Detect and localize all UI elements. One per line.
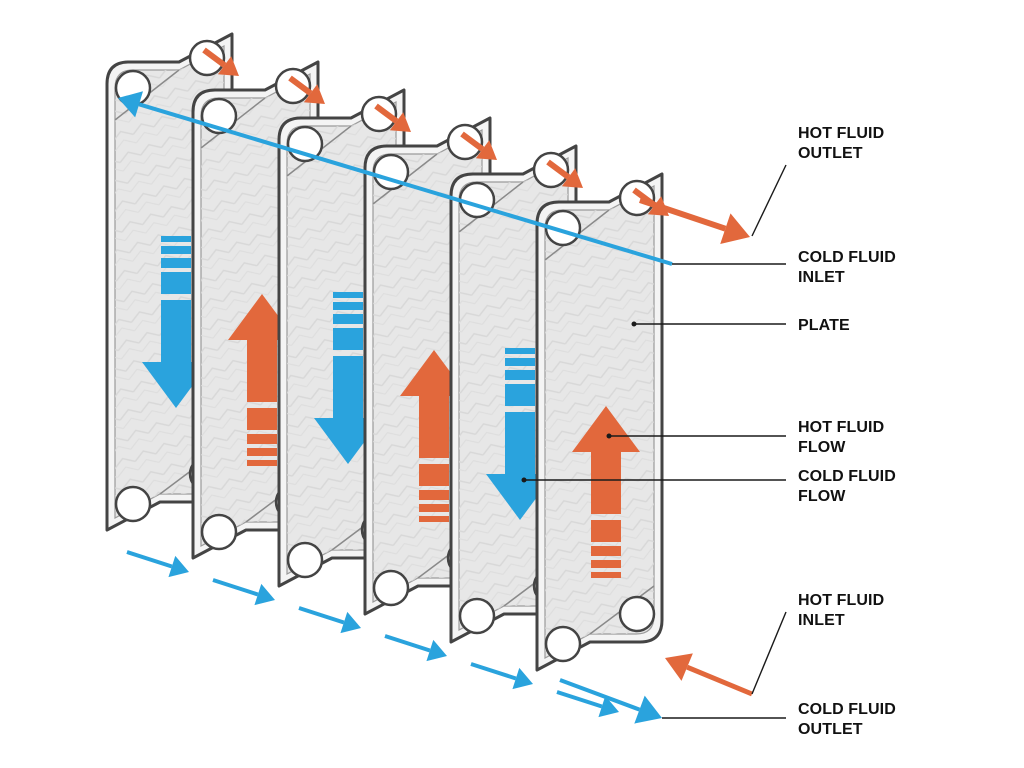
cold-outlet-arrow (126, 550, 189, 578)
label-cold-fluid-inlet: COLD FLUID INLET (798, 249, 896, 286)
label-line: HOT FLUID (798, 125, 884, 142)
port-top-right (360, 95, 398, 133)
label-line: COLD FLUID (798, 468, 896, 485)
label-hot-fluid-outlet: HOT FLUID OUTLET (798, 125, 884, 162)
leader-dot-plate (631, 321, 637, 327)
port-top-right (274, 67, 312, 105)
cold-outlet-main-arrow (559, 678, 662, 724)
cold-outlet-arrow (298, 606, 361, 634)
hot-outlet-arrow (460, 131, 497, 160)
label-line: FLOW (798, 488, 846, 505)
cold-inlet-line (118, 91, 673, 266)
cold-outlet-arrow (556, 690, 619, 718)
port-bottom-right (618, 595, 656, 633)
port-bottom-left (372, 569, 410, 607)
hot-inlet-arrow (665, 653, 753, 697)
hot-outlet-arrow (546, 159, 583, 188)
port-top-right (188, 39, 226, 77)
label-line: COLD FLUID (798, 249, 896, 266)
plates-stack (105, 32, 753, 724)
hot-outlet-arrow (288, 75, 325, 104)
hot-flow-arrow (572, 406, 640, 578)
hot-outlet-arrow (374, 103, 411, 132)
label-line: OUTLET (798, 721, 863, 738)
label-line: COLD FLUID (798, 701, 896, 718)
callout-labels: HOT FLUID OUTLET COLD FLUID INLET PLATE HOT F… (798, 125, 896, 738)
label-line: HOT FLUID (798, 419, 884, 436)
port-bottom-left (286, 541, 324, 579)
label-line: HOT FLUID (798, 592, 884, 609)
leader-dot-hot-flow (606, 433, 612, 439)
cold-outlet-arrow (470, 662, 533, 690)
port-bottom-left (114, 485, 152, 523)
port-top-right (532, 151, 570, 189)
label-cold-fluid-outlet: COLD FLUID OUTLET (798, 701, 896, 738)
cold-outlet-arrow (384, 634, 447, 662)
label-plate: PLATE (798, 317, 850, 334)
leader-hot-fluid-inlet (751, 611, 787, 695)
leader-lines (521, 164, 787, 719)
label-cold-fluid-flow: COLD FLUID FLOW (798, 468, 896, 505)
leader-dot-cold-flow (521, 477, 527, 483)
label-hot-fluid-flow: HOT FLUID FLOW (798, 419, 884, 456)
leader-hot-fluid-outlet (751, 164, 787, 237)
port-bottom-left (200, 513, 238, 551)
label-line: INLET (798, 269, 845, 286)
hot-outlet-arrow (202, 47, 239, 76)
cold-outlet-arrow (212, 578, 275, 606)
label-line: FLOW (798, 439, 846, 456)
port-bottom-left (458, 597, 496, 635)
label-hot-fluid-inlet: HOT FLUID INLET (798, 592, 884, 629)
port-bottom-left (544, 625, 582, 663)
port-top-right (618, 179, 656, 217)
label-line: PLATE (798, 317, 850, 334)
hot-outlet-main-arrow (639, 197, 750, 244)
label-line: OUTLET (798, 145, 863, 162)
label-line: INLET (798, 612, 845, 629)
port-top-right (446, 123, 484, 161)
